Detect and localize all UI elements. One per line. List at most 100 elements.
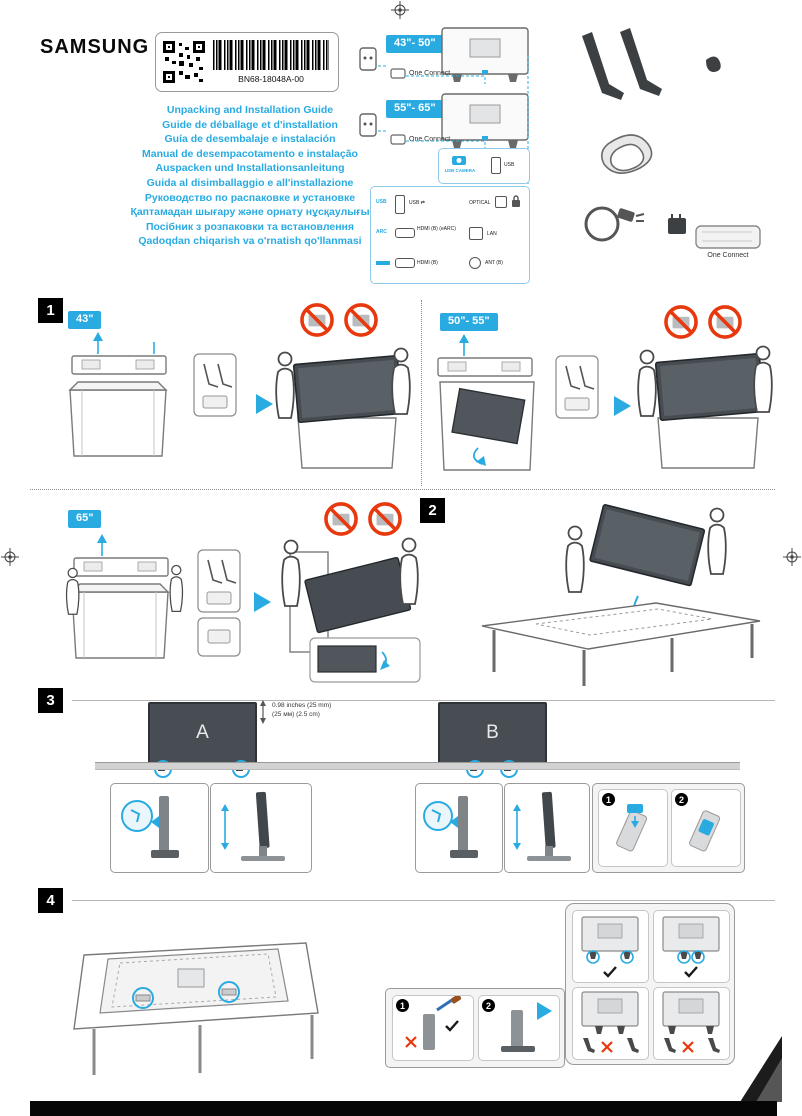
power-cable-icon — [584, 206, 645, 242]
tv-stand-wrong-1 — [581, 991, 639, 1054]
footer-bar — [30, 1101, 777, 1116]
stand-assembly-steps-panel: 1 2 — [592, 783, 745, 873]
wrong-position-cell-2 — [653, 987, 730, 1060]
power-outlet-icon-2 — [359, 113, 377, 137]
registration-mark-top — [391, 1, 409, 19]
title-fr: Guide de déballage et d'installation — [162, 118, 338, 131]
arc-label: ARC — [376, 229, 387, 235]
antenna-port — [469, 257, 481, 269]
size-badge-43: 43" — [68, 311, 102, 329]
tv-a-screen: A — [148, 702, 257, 764]
unpack-43-illustration — [69, 332, 411, 469]
power-outlet-icon — [359, 47, 377, 71]
optical-label: OPTICAL — [469, 200, 491, 206]
screw-part-icon — [706, 56, 721, 72]
tv-side-on-stand — [221, 791, 285, 861]
connector-panel: USB USB ⇄ ARC HDMI (B) (eARC) HDMI (B) O… — [370, 186, 530, 284]
cable-holder-icon — [600, 134, 653, 174]
multilingual-titles: Unpacking and Installation Guide Guide d… — [120, 103, 380, 249]
stand-attach-steps-panel: 1 2 — [385, 988, 565, 1068]
title-ru: Руководство по распаковке и установке — [144, 191, 356, 204]
hdmi-b-port — [395, 258, 415, 268]
part-number: BN68-18048A-00 — [238, 74, 304, 84]
title-it: Guida al disimballaggio e all'installazi… — [146, 176, 354, 189]
tv-side-on-stand — [513, 791, 571, 861]
wrong-position-cell-1 — [572, 987, 649, 1060]
camera-icon — [452, 156, 466, 165]
lan-label: LAN — [487, 231, 497, 237]
prohibition-icon — [344, 303, 378, 337]
prohibition-icon — [300, 303, 334, 337]
cross-icon — [600, 1040, 614, 1054]
step-2-badge: 2 — [675, 793, 688, 806]
measurement-inches: 0.98 inches (25 mm) — [272, 702, 332, 709]
usb-label: USB — [376, 199, 387, 205]
registration-mark-right — [783, 548, 801, 566]
antenna-label: ANT (B) — [485, 260, 503, 266]
hdmi-b-label: HDMI (B) — [417, 260, 438, 266]
section-3-rule — [72, 700, 775, 701]
screw-stand-step-1 — [404, 994, 462, 1050]
title-uk: Посібник з розпаковки та встановлення — [145, 220, 355, 233]
stand-position-guide — [565, 903, 735, 1065]
place-on-table-illustration — [481, 503, 761, 686]
page-fold-mark — [740, 1036, 782, 1102]
tv-back-diagram-large — [441, 93, 529, 148]
tv-stand-correct-wide — [581, 916, 639, 978]
size-badge-43-50: 43"- 50" — [386, 35, 444, 53]
title-de: Auspacken und Installationsanleitung — [155, 162, 345, 175]
unpack-65-illustration — [65, 534, 421, 683]
next-step-arrow-icon — [256, 394, 273, 414]
stand-legs-icon — [582, 28, 662, 100]
hdmi-earc-port — [395, 228, 415, 238]
tv-stand-wrong-2 — [662, 991, 720, 1054]
stand-hook-detail — [423, 796, 478, 858]
horizontal-divider — [30, 489, 775, 490]
one-connect-device-icon — [695, 225, 761, 249]
prohibition-icon — [708, 305, 742, 339]
tv-facedown-table-illustration — [73, 942, 319, 1075]
step-2-badge: 2 — [482, 999, 495, 1012]
next-step-arrow-icon — [254, 592, 271, 612]
assembly-step-2-cell — [671, 789, 741, 867]
usb-camera-panel: USB CAMERA USB — [438, 148, 530, 184]
usb-port-1 — [395, 195, 405, 214]
barcode — [213, 40, 329, 70]
correct-position-cell-2 — [653, 910, 730, 983]
usb-data-label: USB ⇄ — [409, 200, 425, 206]
title-es: Guía de desembalaje e instalación — [164, 133, 336, 146]
vertical-divider — [421, 300, 422, 486]
next-step-arrow-icon — [614, 396, 631, 416]
samsung-logo: SAMSUNG — [40, 36, 150, 58]
step-1-badge: 1 — [602, 793, 615, 806]
lan-port — [469, 227, 483, 240]
guide-insert-step-2 — [689, 810, 721, 852]
title-en: Unpacking and Installation Guide — [166, 104, 334, 116]
hdmi-earc-label: HDMI (B) (eARC) — [417, 226, 456, 232]
size-badge-65: 65" — [68, 510, 102, 528]
port-marker-bar — [376, 261, 390, 265]
unpack-50-55-illustration — [437, 334, 773, 471]
accessories-illustration — [582, 28, 761, 249]
optical-port — [495, 196, 507, 208]
cable-routing-lines — [378, 56, 529, 186]
one-connect-label-3: One Connect — [707, 252, 749, 259]
attach-step-2-cell — [478, 995, 560, 1061]
one-connect-label-1: One Connect — [409, 70, 451, 77]
section-4-number: 4 — [38, 888, 63, 913]
check-icon — [683, 965, 699, 978]
section-1-number: 1 — [38, 298, 63, 323]
stand-hook-detail — [121, 796, 179, 858]
check-icon — [602, 965, 618, 978]
tv-back-diagram-small — [441, 27, 529, 82]
stand-detail-panel-a2 — [210, 783, 312, 873]
screw-stand-step-2 — [501, 1002, 552, 1052]
adapter-icon — [668, 214, 686, 234]
tv-b-screen: B — [438, 702, 547, 764]
one-connect-box-icon-2 — [390, 134, 406, 145]
title-uz: Qadoqdan chiqarish va o'rnatish qo'llanm… — [138, 235, 362, 248]
floor-surface — [95, 762, 740, 770]
usb-camera-label: USB CAMERA — [444, 168, 476, 173]
registration-mark-left — [1, 548, 19, 566]
